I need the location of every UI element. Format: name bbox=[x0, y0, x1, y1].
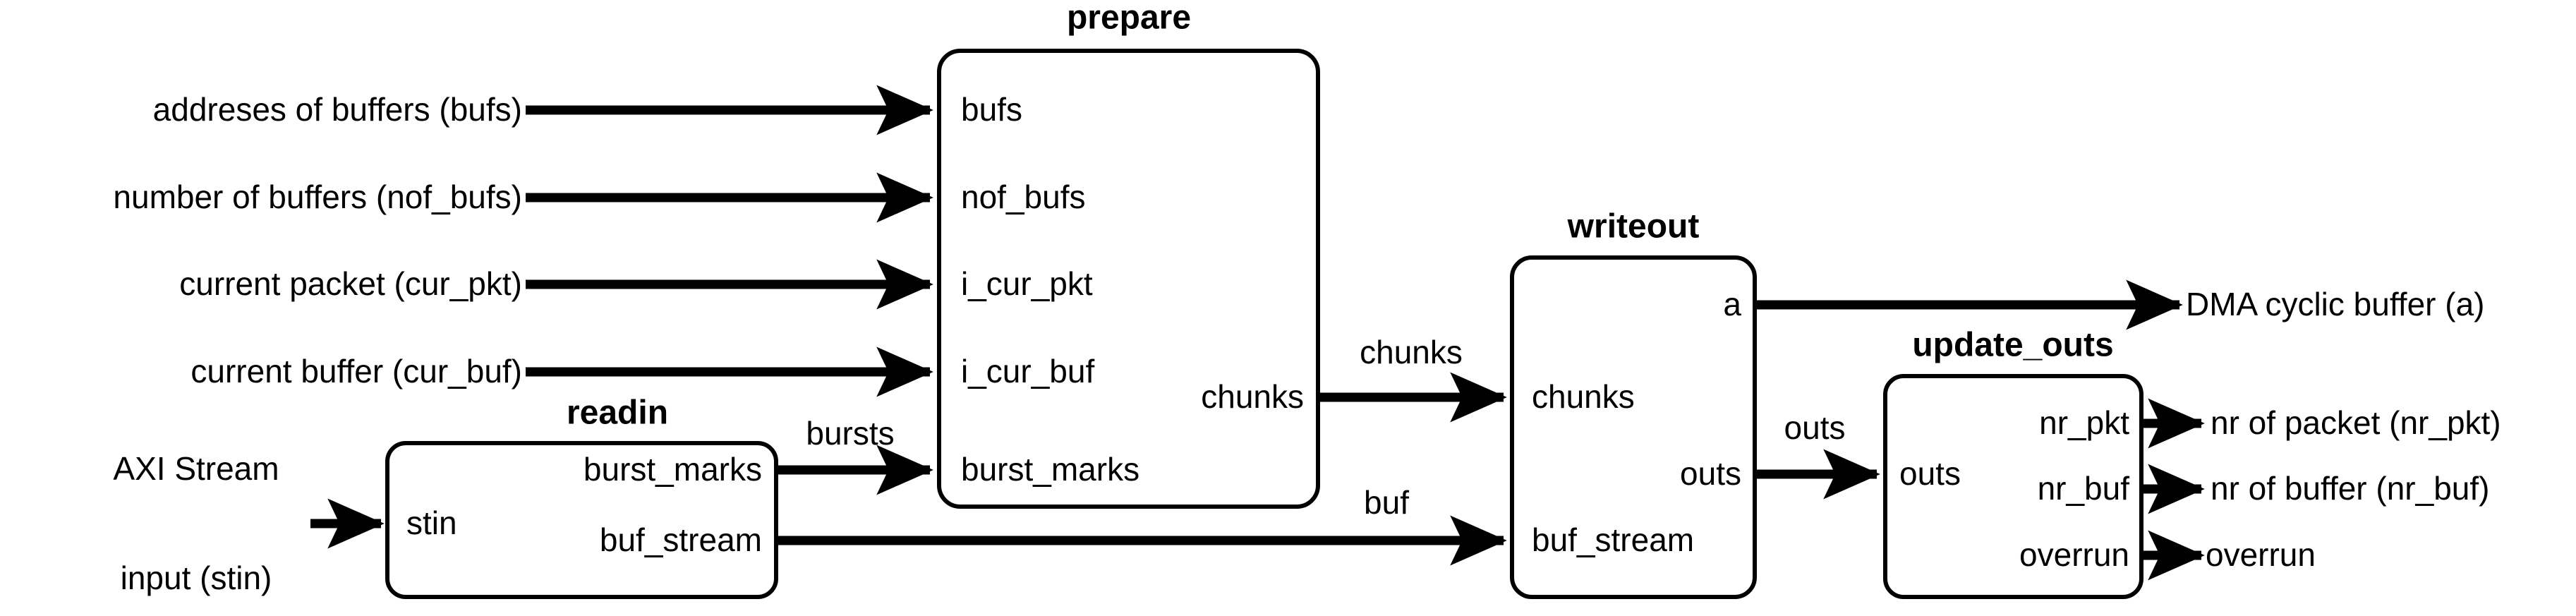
port-update-outs-outs[interactable]: outs bbox=[1899, 455, 1961, 493]
port-writeout-outs[interactable]: outs bbox=[1680, 455, 1741, 493]
block-title-readin: readin bbox=[566, 394, 669, 432]
output-label-dma-cyclic-buffer: DMA cyclic buffer (a) bbox=[2186, 286, 2485, 323]
port-readin-stin[interactable]: stin bbox=[406, 505, 457, 542]
edge-label-buf: buf bbox=[1364, 484, 1409, 521]
port-update-outs-overrun[interactable]: overrun bbox=[2019, 536, 2129, 574]
port-update-outs-nr-buf[interactable]: nr_buf bbox=[2037, 470, 2129, 507]
edge-label-chunks: chunks bbox=[1360, 334, 1463, 371]
port-writeout-chunks[interactable]: chunks bbox=[1532, 378, 1635, 416]
block-prepare-rect[interactable] bbox=[937, 49, 1320, 509]
port-prepare-i-cur-buf[interactable]: i_cur_buf bbox=[961, 353, 1095, 390]
port-readin-buf-stream[interactable]: buf_stream bbox=[599, 521, 762, 559]
port-prepare-nof-bufs[interactable]: nof_bufs bbox=[961, 179, 1086, 216]
input-label-stin-line2: input (stin) bbox=[120, 559, 272, 596]
port-readin-burst-marks[interactable]: burst_marks bbox=[583, 451, 762, 488]
block-writeout-rect[interactable] bbox=[1510, 255, 1757, 599]
port-prepare-i-cur-pkt[interactable]: i_cur_pkt bbox=[961, 265, 1093, 303]
input-label-stin: AXI Stream input (stin) bbox=[113, 378, 279, 616]
edge-label-bursts: bursts bbox=[806, 415, 895, 452]
input-label-nof-bufs: number of buffers (nof_bufs) bbox=[113, 179, 522, 216]
output-label-nr-buf: nr of buffer (nr_buf) bbox=[2211, 470, 2490, 507]
block-title-update-outs: update_outs bbox=[1912, 326, 2114, 364]
input-label-stin-line1: AXI Stream bbox=[113, 449, 279, 487]
port-writeout-a[interactable]: a bbox=[1723, 286, 1741, 323]
block-title-prepare: prepare bbox=[1066, 0, 1192, 37]
port-writeout-buf-stream[interactable]: buf_stream bbox=[1532, 521, 1695, 559]
input-label-bufs: addreses of buffers (bufs) bbox=[152, 91, 522, 128]
port-prepare-chunks-out[interactable]: chunks bbox=[1201, 378, 1304, 416]
input-label-cur-buf: current buffer (cur_buf) bbox=[191, 353, 522, 390]
port-update-outs-nr-pkt[interactable]: nr_pkt bbox=[2039, 404, 2129, 442]
output-label-nr-pkt: nr of packet (nr_pkt) bbox=[2211, 404, 2501, 442]
output-label-overrun: overrun bbox=[2206, 536, 2316, 574]
port-prepare-burst-marks[interactable]: burst_marks bbox=[961, 451, 1140, 488]
block-readin-rect[interactable] bbox=[385, 441, 778, 599]
port-prepare-bufs[interactable]: bufs bbox=[961, 91, 1022, 128]
input-label-cur-pkt: current packet (cur_pkt) bbox=[179, 265, 522, 303]
edge-label-outs: outs bbox=[1784, 409, 1846, 447]
block-title-writeout: writeout bbox=[1567, 207, 1700, 246]
